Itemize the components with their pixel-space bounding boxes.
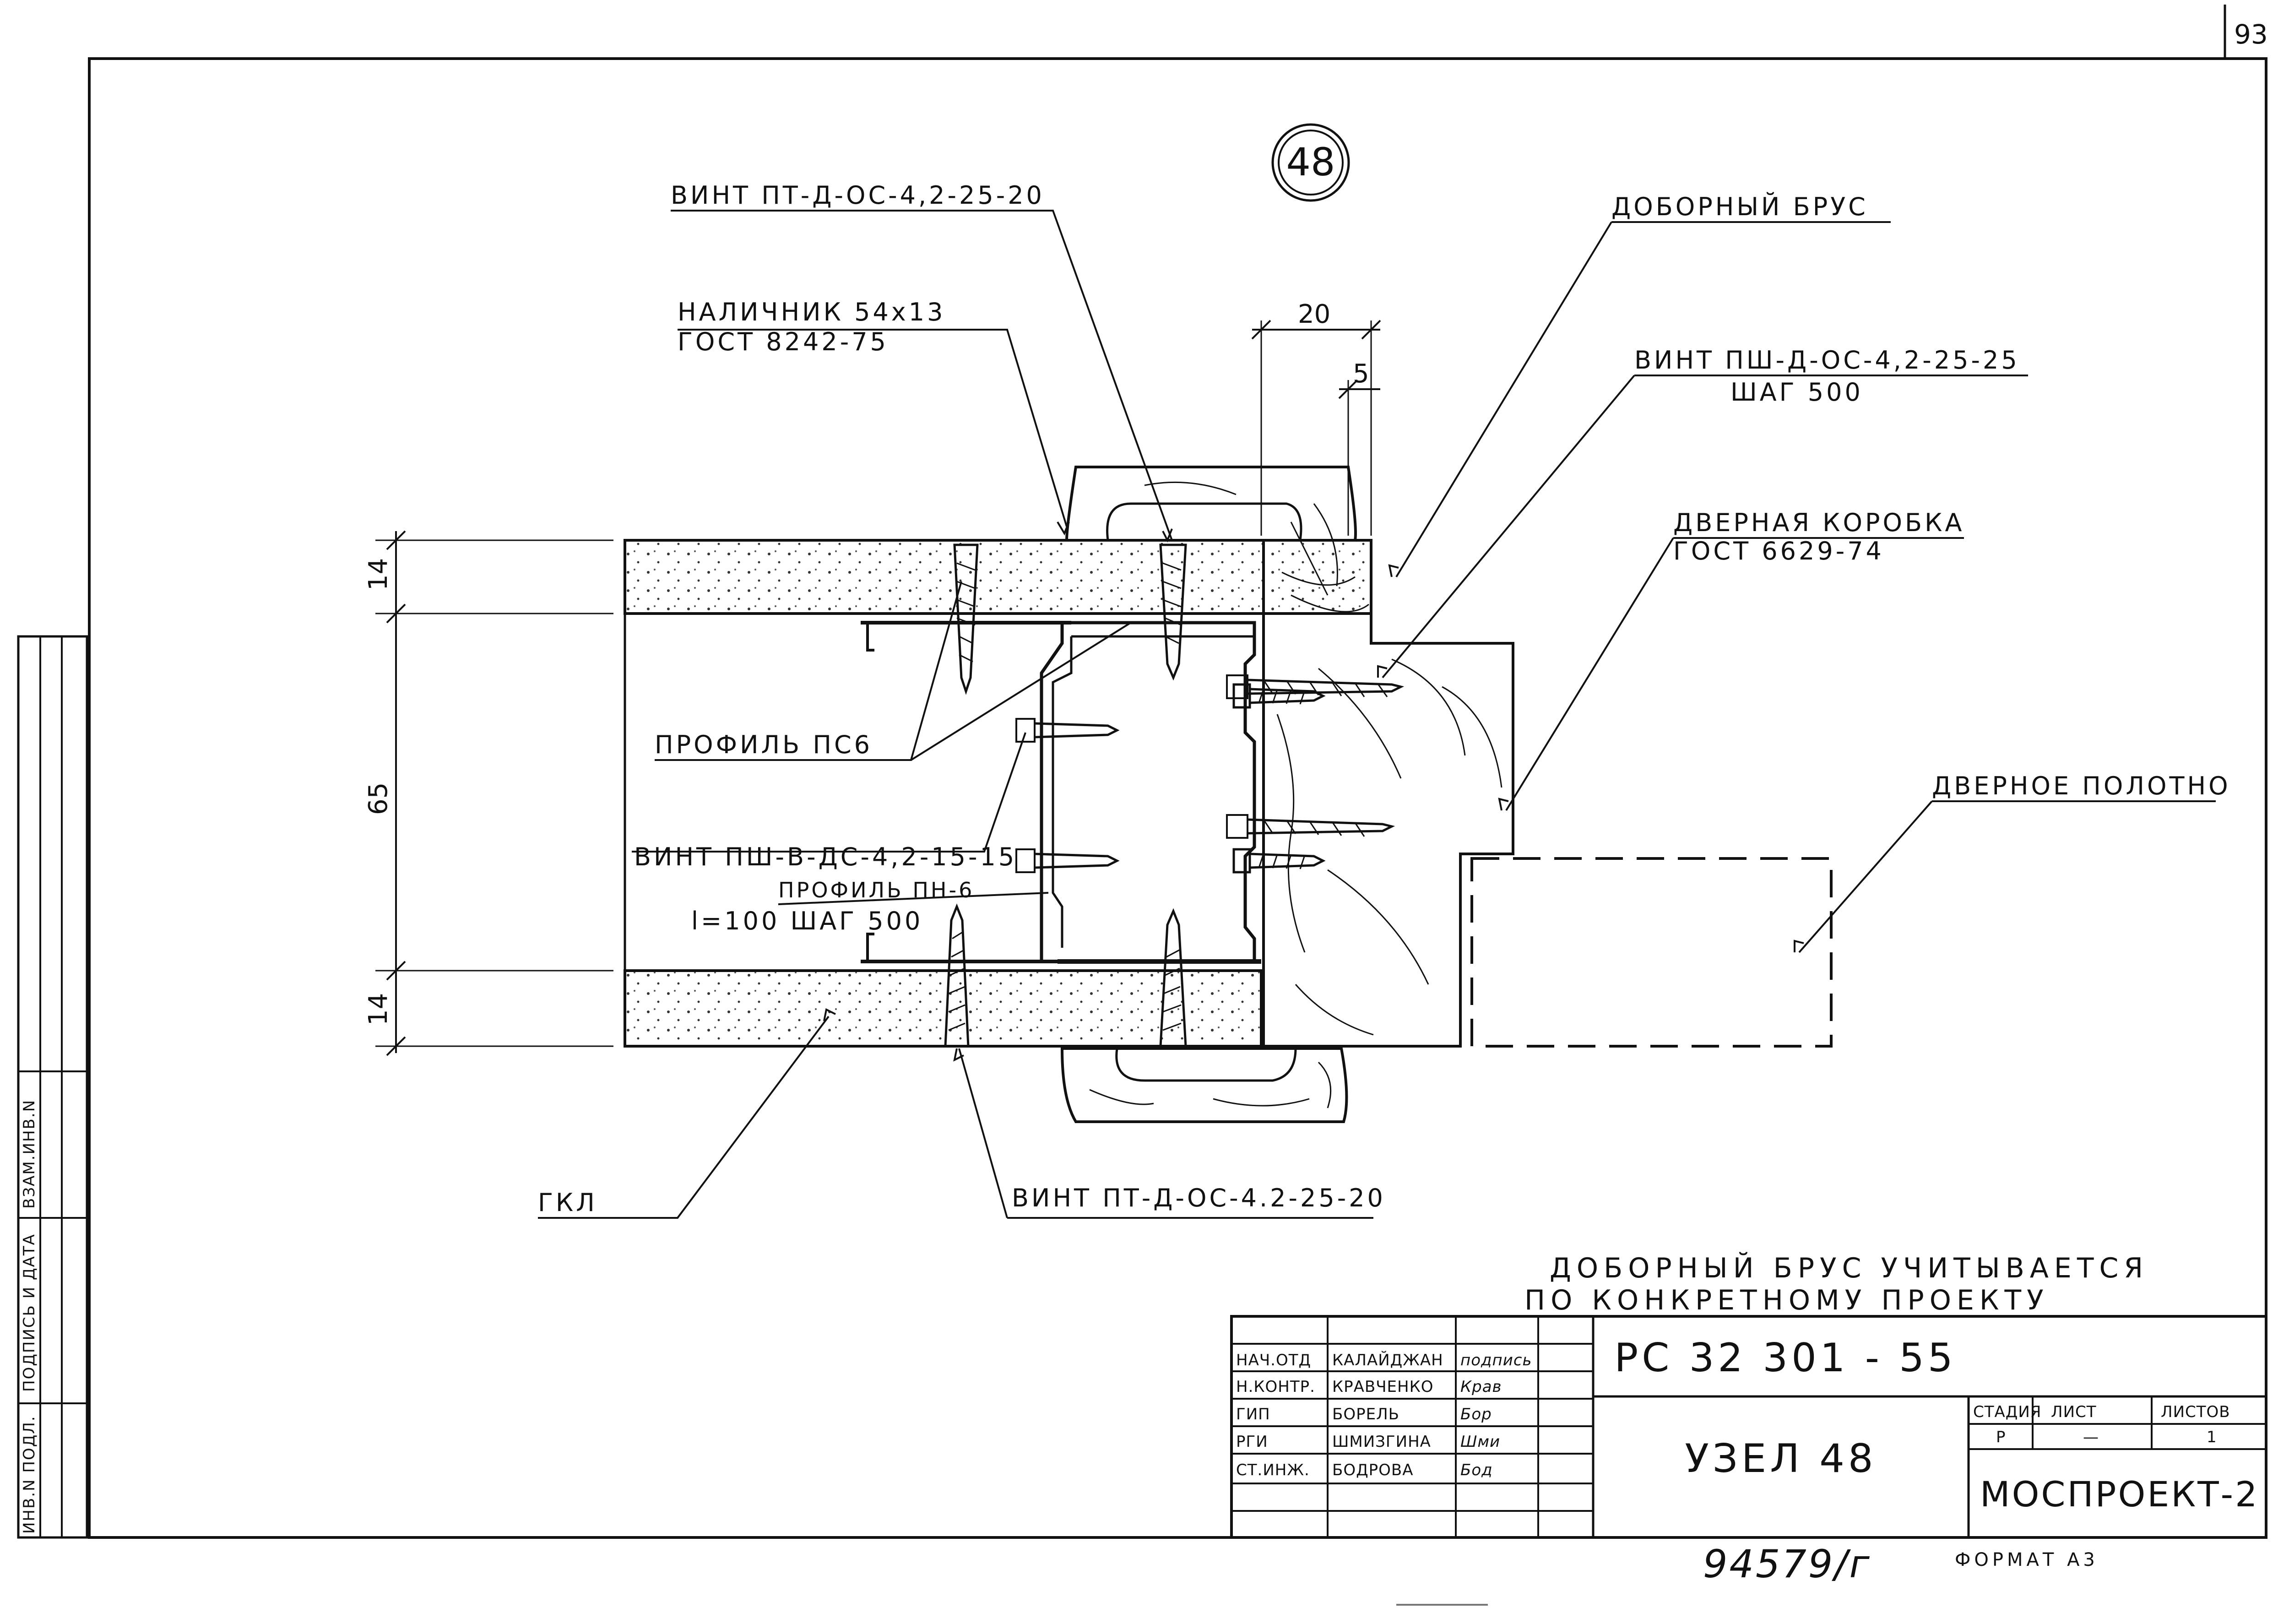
tb-role-1: НАЧ.ОТД — [1236, 1351, 1311, 1369]
tb-sign-2: Крав — [1460, 1378, 1502, 1396]
dimension-lines — [375, 320, 1381, 1056]
organization: МОСПРОЕКТ-2 — [1980, 1474, 2259, 1515]
screw-top-right — [1159, 543, 1187, 681]
tb-role-5: СТ.ИНЖ. — [1236, 1461, 1310, 1479]
note-line-1: ДОБОРНЫЙ БРУС УЧИТЫВАЕТСЯ — [1550, 1251, 2148, 1284]
tb-name-5: БОДРОВА — [1332, 1461, 1414, 1479]
label-profile-ps6: ПРОФИЛЬ ПС6 — [655, 730, 873, 759]
dim-top-layer: 14 — [363, 558, 393, 591]
tb-sign-4: Шми — [1460, 1433, 1500, 1451]
gkl-bottom-layer — [624, 969, 1263, 1048]
side-stamp-sign: ПОДПИСЬ И ДАТА — [20, 1233, 38, 1392]
label-screw-pshv: ВИНТ ПШ-В-ДС-4,2-15-15 — [634, 842, 1017, 871]
page-number: 93 — [2234, 19, 2268, 50]
sheets-header: ЛИСТОВ — [2161, 1403, 2230, 1421]
inventory-number: 94579/г — [1703, 1542, 1871, 1586]
door-frame — [1262, 539, 1514, 1048]
stage-value: Р — [1996, 1428, 2006, 1446]
dim-bottom-layer: 14 — [363, 993, 393, 1026]
leader-lines — [538, 210, 2216, 1219]
label-screw-top: ВИНТ ПТ-Д-ОС-4,2-25-20 — [671, 181, 1045, 210]
label-screw-psh-2: ШАГ 500 — [1730, 378, 1863, 407]
dim-core: 65 — [363, 782, 393, 815]
tb-name-4: ШМИЗГИНА — [1332, 1433, 1431, 1451]
screw-frame-lower — [1226, 814, 1395, 839]
label-door-leaf: ДВЕРНОЕ ПОЛОТНО — [1932, 771, 2231, 800]
label-casing-1: НАЛИЧНИК 54х13 — [678, 298, 945, 326]
side-stamp — [17, 635, 88, 1539]
title-block — [1230, 1315, 2267, 1539]
sheet-value: — — [2083, 1428, 2099, 1446]
screw-frame-upper — [1226, 674, 1405, 699]
stage-header: СТАДИЯ — [1973, 1403, 2041, 1421]
doc-code: РС 32 301 - 55 — [1614, 1335, 1956, 1381]
screw-pshv — [1015, 718, 1120, 873]
tb-sign-3: Бор — [1460, 1405, 1492, 1423]
tb-sign-5: Бод — [1460, 1461, 1493, 1479]
gkl-top-layer — [624, 539, 1372, 615]
door-leaf — [1470, 857, 1833, 1048]
side-stamp-replace: ВЗАМ.ИНВ.N — [20, 1099, 38, 1209]
label-profile-pn6-step: l=100 ШАГ 500 — [691, 907, 923, 935]
node-number: 48 — [1286, 140, 1335, 185]
screw-bottom-left — [944, 903, 970, 1048]
tb-name-3: БОРЕЛЬ — [1332, 1405, 1399, 1423]
tb-name-1: КАЛАЙДЖАН — [1332, 1351, 1443, 1369]
label-extension-bar: ДОБОРНЫЙ БРУС — [1611, 192, 1868, 221]
screw-bottom-right — [1159, 908, 1187, 1048]
casing-bottom — [1060, 1047, 1348, 1123]
drawing-title: УЗЕЛ 48 — [1685, 1436, 1877, 1482]
format-label: ФОРМАТ А3 — [1955, 1549, 2099, 1570]
tb-role-4: РГИ — [1236, 1433, 1268, 1451]
label-casing-2: ГОСТ 8242-75 — [678, 327, 889, 356]
dim-bar-offset: 5 — [1353, 359, 1369, 389]
sheets-value: 1 — [2207, 1428, 2217, 1446]
dim-bar-width: 20 — [1298, 299, 1330, 329]
tb-sign-1: подпись — [1460, 1351, 1532, 1369]
steel-profile-ps6 — [861, 621, 1261, 964]
label-profile-pn6: ПРОФИЛЬ ПН-6 — [778, 878, 974, 902]
screw-psh-lower — [1232, 848, 1326, 874]
label-door-frame-2: ГОСТ 6629-74 — [1673, 537, 1884, 565]
side-stamp-inv: ИНВ.N ПОДЛ. — [20, 1415, 38, 1534]
tb-role-3: ГИП — [1236, 1405, 1270, 1423]
node-circle — [1271, 123, 1350, 202]
tb-role-2: Н.КОНТР. — [1236, 1378, 1315, 1396]
screw-top-left — [953, 543, 979, 695]
label-screw-psh-1: ВИНТ ПШ-Д-ОС-4,2-25-25 — [1634, 346, 2020, 375]
label-gkl: ГКЛ — [538, 1188, 597, 1217]
tb-name-2: КРАВЧЕНКО — [1332, 1378, 1433, 1396]
sheet-frame — [88, 5, 2267, 1539]
note-line-2: ПО КОНКРЕТНОМУ ПРОЕКТУ — [1524, 1284, 2049, 1316]
label-screw-bottom: ВИНТ ПТ-Д-ОС-4.2-25-20 — [1012, 1184, 1386, 1212]
label-door-frame-1: ДВЕРНАЯ КОРОБКА — [1673, 508, 1964, 537]
sheet-header: ЛИСТ — [2051, 1403, 2097, 1421]
